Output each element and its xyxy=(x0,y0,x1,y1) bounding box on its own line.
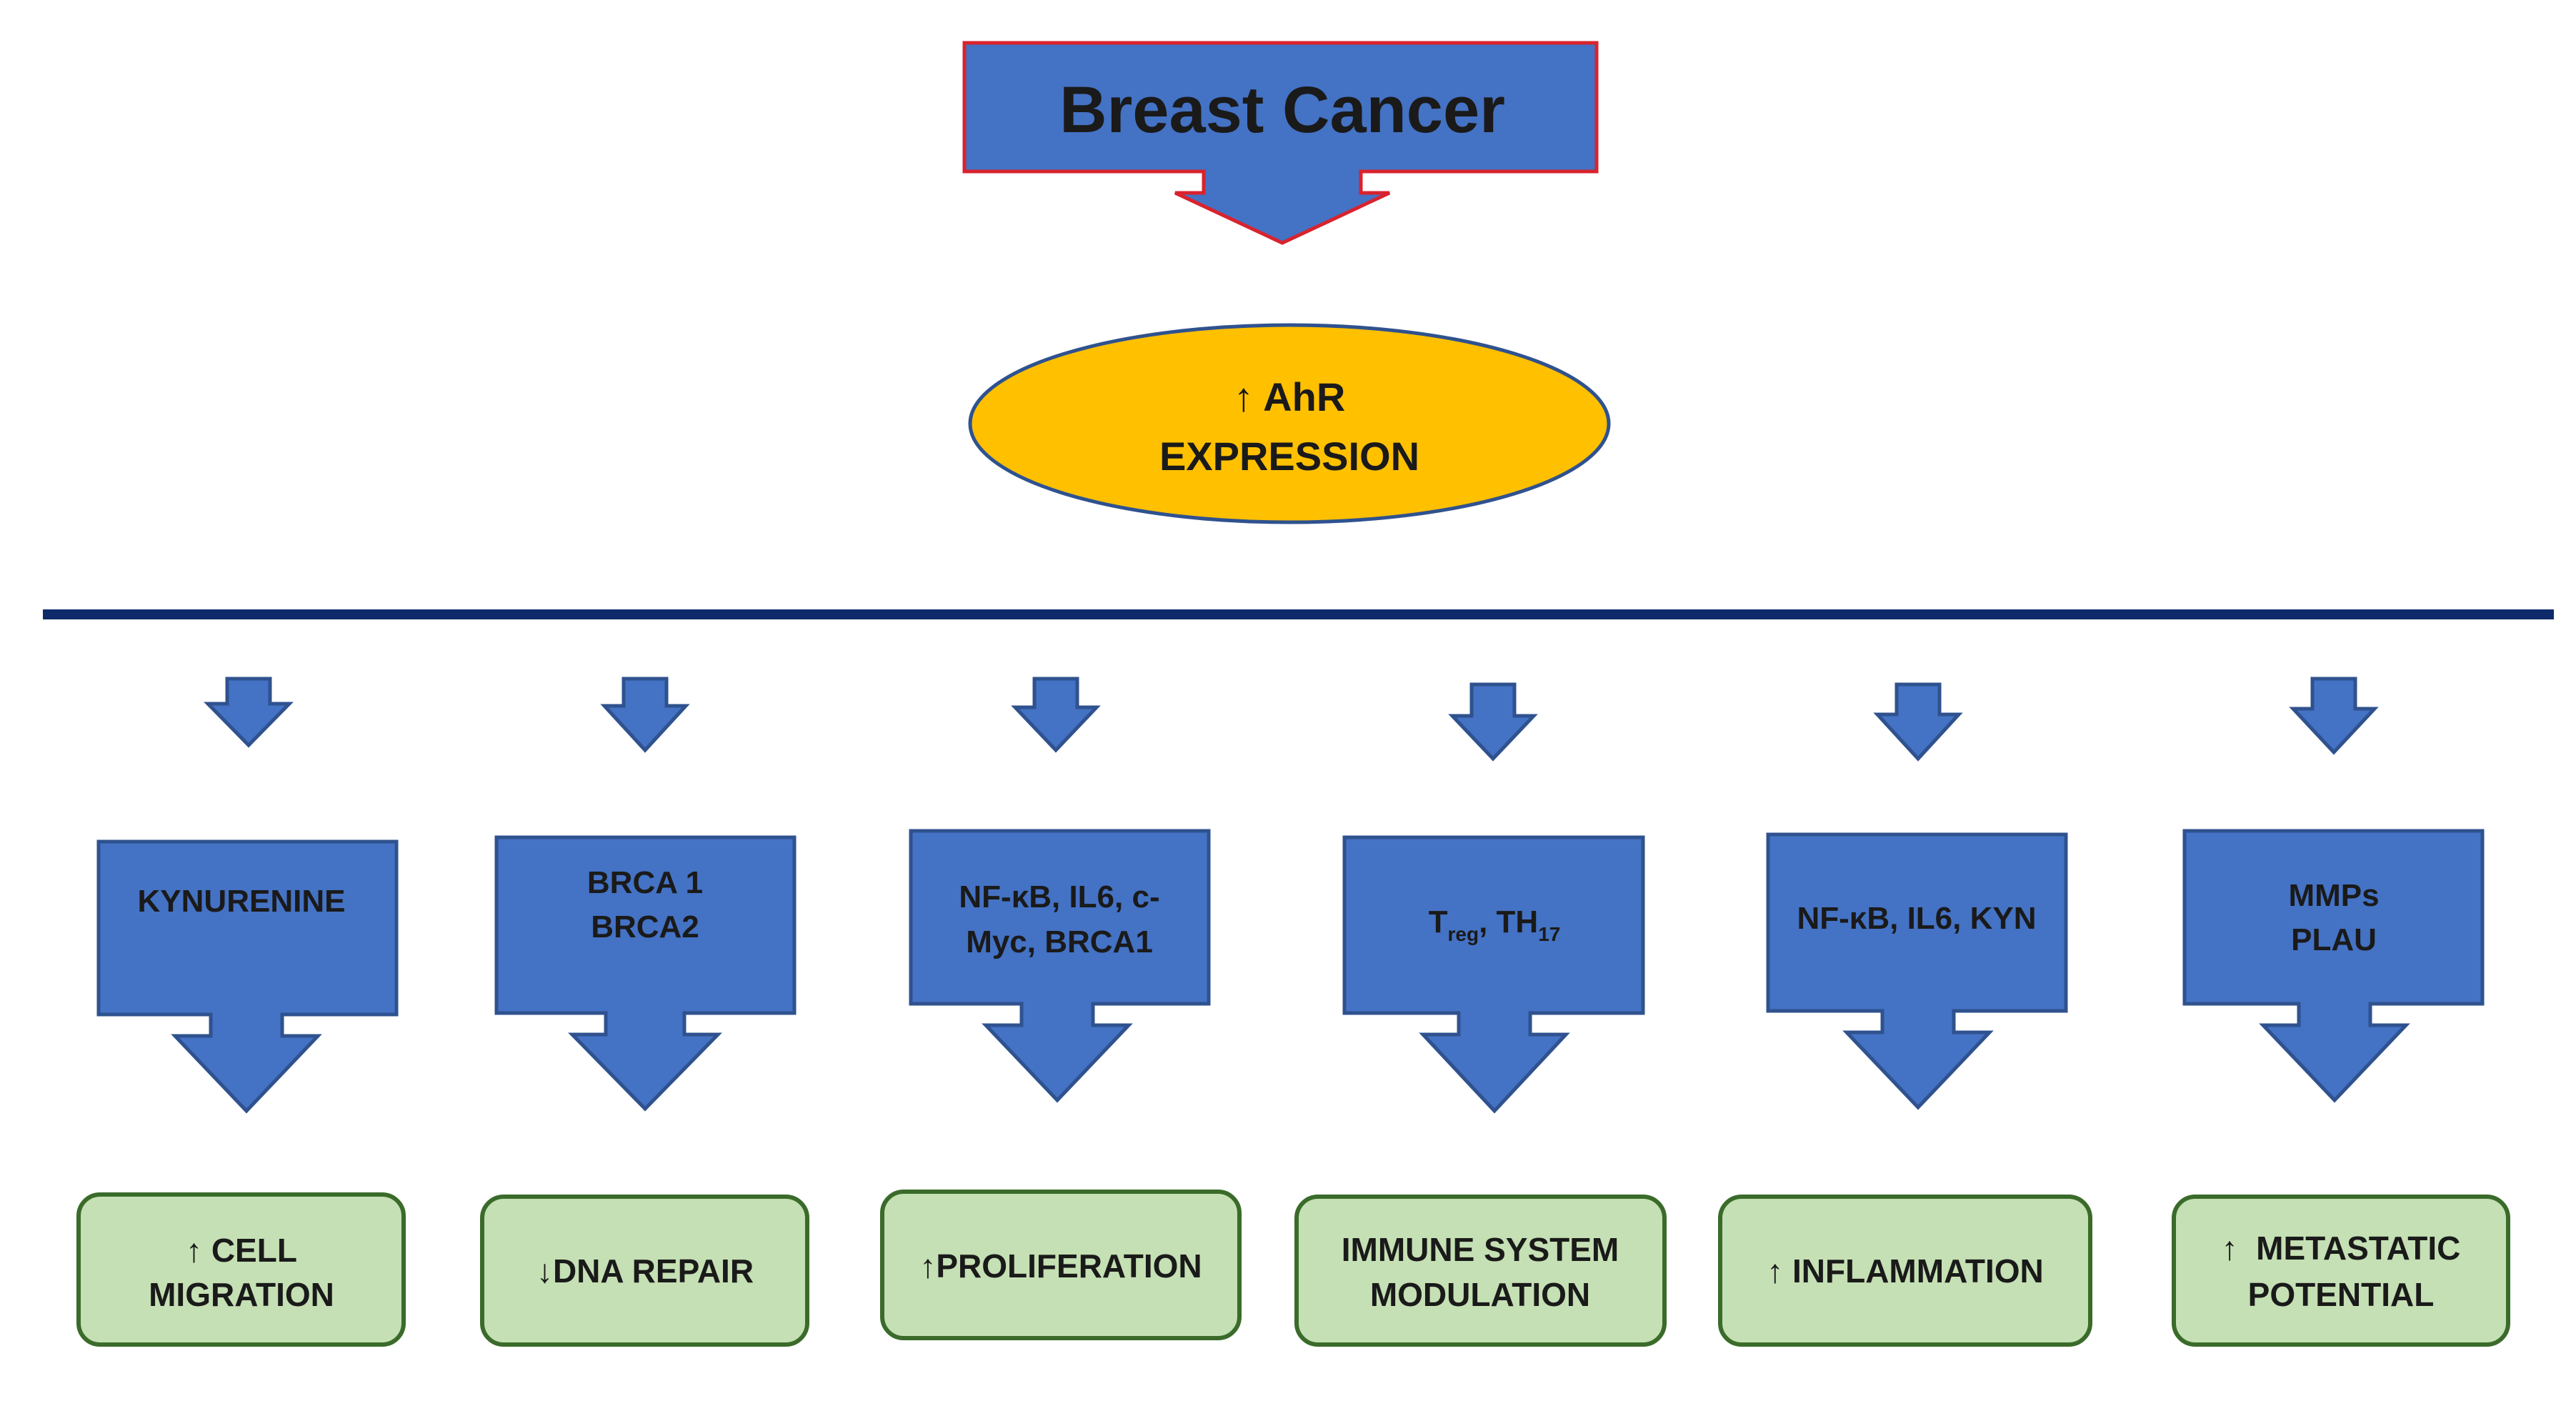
column-kynurenine: KYNURENINE ↑ CELL MIGRATION xyxy=(76,677,406,1347)
outcome-box-inflammation xyxy=(1718,1195,2092,1347)
factor-text-line-2: PLAU xyxy=(2291,922,2377,957)
outcome-text-line-1: ↑ METASTATIC xyxy=(2222,1230,2461,1267)
outcome-box-dna-repair xyxy=(480,1195,809,1347)
th-prefix: , TH xyxy=(1479,904,1538,939)
outcome-box-metastatic-potential xyxy=(2172,1195,2510,1347)
factor-text-line-2: Myc, BRCA1 xyxy=(966,924,1153,959)
treg-t: T xyxy=(1429,904,1448,939)
column-brca: BRCA 1 BRCA2 ↓DNA REPAIR xyxy=(480,677,809,1347)
outcome-text-line-1: ↓DNA REPAIR xyxy=(536,1252,754,1290)
factor-text-line-1: KYNURENINE xyxy=(138,884,346,919)
treg-subscript: reg xyxy=(1448,923,1479,945)
factor-box-nfkb-kyn xyxy=(1766,832,2068,1110)
ahr-line-2: EXPRESSION xyxy=(1159,434,1419,479)
factor-text-treg-th17: Treg, TH17 xyxy=(1429,904,1561,945)
factor-box-mmps-plau xyxy=(2182,829,2485,1103)
factor-box-brca xyxy=(494,835,797,1112)
title-node: Breast Cancer xyxy=(962,41,1599,245)
outcome-text-line-1: ↑PROLIFERATION xyxy=(919,1247,1202,1285)
ahr-expression-node: ↑ AhR EXPRESSION xyxy=(968,323,1611,524)
outcome-text-line-1: ↑ CELL xyxy=(186,1232,297,1269)
factor-text-line-1: NF-κB, IL6, c- xyxy=(959,879,1159,914)
outcome-box-proliferation xyxy=(880,1190,1242,1340)
column-inflammation-factors: NF-κB, IL6, KYN ↑ INFLAMMATION xyxy=(1718,682,2092,1347)
th-subscript: 17 xyxy=(1538,923,1560,945)
down-arrow-icon xyxy=(1448,682,1538,762)
outcome-text-line-1: ↑ INFLAMMATION xyxy=(1767,1252,2044,1290)
down-arrow-icon xyxy=(204,677,294,748)
down-arrow-icon xyxy=(2289,677,2379,755)
down-arrow-icon xyxy=(1873,682,1963,762)
factor-text-line-1: MMPs xyxy=(2288,878,2379,913)
outcome-box-cell-migration xyxy=(76,1192,406,1347)
outcome-box-immune-modulation xyxy=(1294,1195,1667,1347)
column-immune: Treg, TH17 IMMUNE SYSTEM MODULATION xyxy=(1294,682,1667,1347)
ahr-ellipse xyxy=(968,323,1611,524)
factor-text-line-1: NF-κB, IL6, KYN xyxy=(1797,901,2037,936)
outcome-text-line-2: MIGRATION xyxy=(149,1276,334,1313)
factor-box-nfkb-myc xyxy=(909,829,1211,1103)
down-arrow-icon xyxy=(600,677,690,753)
outcome-text-line-1: IMMUNE SYSTEM xyxy=(1342,1231,1619,1268)
outcome-text-line-2: MODULATION xyxy=(1370,1276,1590,1313)
factor-box-kynurenine xyxy=(96,839,399,1114)
outcome-text-line-2: POTENTIAL xyxy=(2248,1276,2435,1313)
column-metastatic: MMPs PLAU ↑ METASTATIC POTENTIAL xyxy=(2172,677,2510,1347)
column-proliferation-factors: NF-κB, IL6, c- Myc, BRCA1 ↑PROLIFERATION xyxy=(880,677,1242,1340)
down-arrow-icon xyxy=(1011,677,1101,753)
title-box-arrow xyxy=(962,41,1599,245)
ahr-line-1: ↑ AhR xyxy=(1234,374,1346,419)
factor-text-line-2: BRCA2 xyxy=(591,909,699,944)
factor-box-treg-th17 xyxy=(1342,835,1645,1114)
factor-text-line-1: BRCA 1 xyxy=(587,865,703,900)
title-text: Breast Cancer xyxy=(1059,74,1505,146)
